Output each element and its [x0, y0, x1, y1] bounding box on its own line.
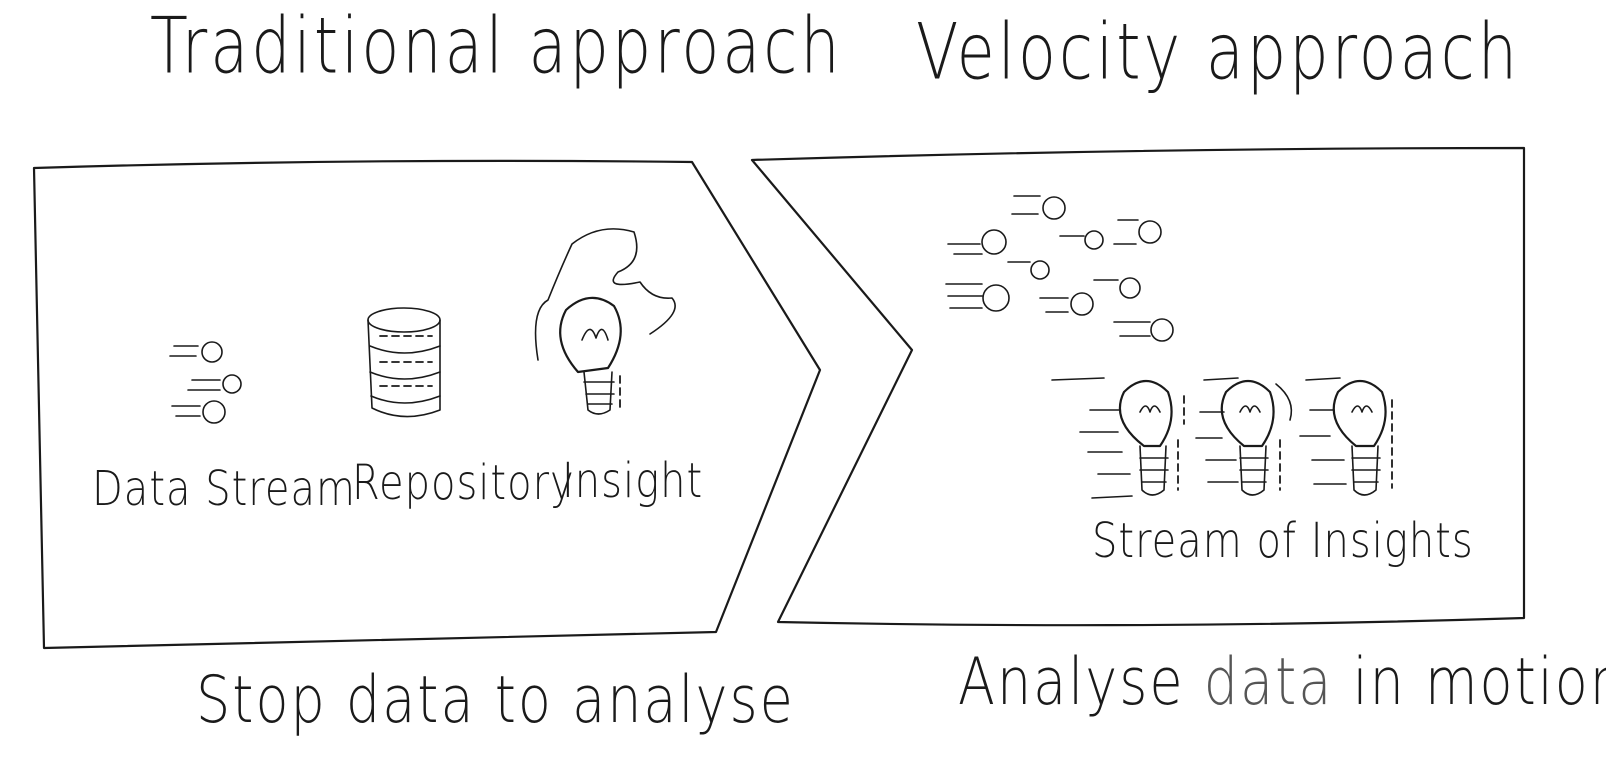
item-label-insight: Insight	[562, 454, 704, 510]
database-icon	[367, 307, 441, 418]
fast-data-stream-icon	[945, 195, 1174, 342]
left-panel-title: Traditional approach	[150, 0, 843, 92]
stream-lightbulb-3	[1332, 379, 1393, 496]
right-panel-title: Velocity approach	[916, 6, 1521, 98]
caption-part-analyse: Analyse	[958, 644, 1185, 720]
lightbulb-icon	[534, 228, 676, 415]
item-label-repository: Repository	[352, 456, 575, 512]
stream-of-insights-label: Stream of Insights	[1092, 514, 1474, 570]
lightbulb-stream-icon	[1051, 377, 1393, 499]
item-label-data-stream: Data Stream	[92, 462, 356, 518]
left-panel-caption: Stop data to analyse	[196, 662, 795, 738]
stream-lightbulb-1	[1118, 379, 1185, 496]
right-panel-frame	[750, 146, 1526, 627]
caption-part-data: data	[1203, 644, 1334, 720]
data-stream-icon	[169, 341, 242, 424]
stream-lightbulb-2	[1220, 379, 1293, 496]
left-panel-frame	[32, 159, 822, 650]
right-panel-caption: Analyse data in motion	[958, 644, 1606, 720]
caption-part-in-motion: in motion	[1352, 644, 1606, 720]
